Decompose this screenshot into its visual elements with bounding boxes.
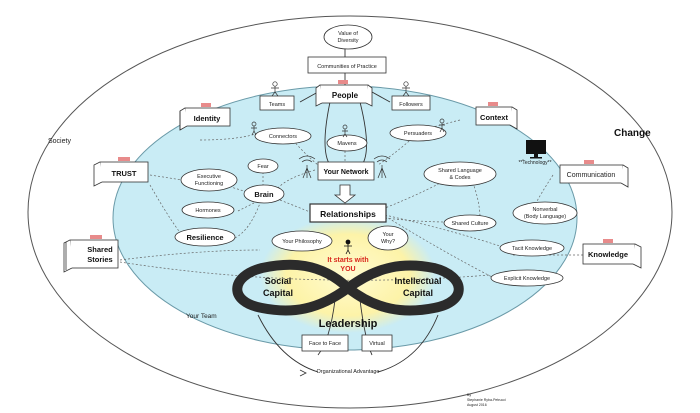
relationships-node (309, 203, 387, 223)
teams-label: Teams (269, 102, 285, 108)
hormones-label: Hormones (195, 208, 221, 214)
you-person-icon (344, 239, 352, 255)
executive-functioning-line1: Executive (197, 174, 221, 180)
your-network-label: Your Network (324, 169, 369, 176)
network-to-relationships-arrow (333, 184, 357, 204)
shared-language-line1: Shared Language (438, 168, 482, 174)
communities-of-practice-label: Communities of Practice (317, 64, 377, 70)
connectors-node (254, 127, 312, 145)
org-advantage-arrow-left (299, 369, 307, 377)
tacit-knowledge-label: Tacit Knowledge (512, 246, 552, 252)
your-why-line2: Why? (381, 239, 395, 245)
explicit-knowledge-label: Explicit Knowledge (504, 276, 550, 282)
communication-book-icon (559, 160, 629, 188)
teams-person-icon (271, 81, 279, 97)
shared-culture-label: Shared Culture (452, 221, 489, 227)
change-label: Change (614, 128, 651, 139)
society-label: Society (48, 138, 71, 145)
knowledge-book-icon (582, 239, 642, 269)
relationships-label: Relationships (320, 209, 376, 219)
communities-of-practice-node (307, 56, 387, 74)
executive-functioning-node (180, 168, 238, 192)
face-to-face-label: Face to Face (309, 341, 341, 347)
social-capital-line2: Capital (263, 288, 293, 298)
brain-node (243, 184, 285, 204)
explicit-knowledge-node (490, 269, 564, 287)
connectors-person-icon (251, 121, 257, 136)
people-book-icon (315, 80, 373, 107)
shared-culture-node (443, 214, 497, 232)
credit-line3: August 2016 (467, 403, 487, 407)
your-network-node (317, 161, 375, 181)
your-why-node (367, 225, 409, 251)
intellectual-capital-line1: Intellectual (394, 276, 441, 286)
virtual-node (361, 334, 393, 352)
face-to-face-node (301, 334, 349, 352)
shared-stories-line2: Stories (87, 255, 112, 264)
tacit-knowledge-node (499, 239, 565, 257)
mavens-label: Mavens (337, 141, 357, 147)
knowledge-label: Knowledge (588, 250, 628, 259)
resilience-label: Resilience (186, 233, 223, 242)
your-why-line1: Your (382, 232, 393, 238)
trust-book-icon (93, 157, 149, 187)
shared-stories-book-icon (63, 235, 119, 273)
your-philosophy-node (271, 230, 333, 252)
fear-node (247, 158, 279, 174)
credit-line1: By (467, 393, 471, 397)
your-team-label: Your Team (186, 313, 217, 320)
persuaders-label: Persuaders (404, 131, 432, 137)
trust-label: TRUST (112, 169, 137, 178)
followers-person-icon (402, 81, 410, 97)
it-starts-with-line2: YOU (340, 266, 355, 273)
value-of-diversity-line2: Diversity (337, 38, 358, 44)
connectors-label: Connectors (269, 134, 297, 140)
nonverbal-line2: (Body Language) (524, 214, 566, 220)
context-book-icon (475, 102, 518, 130)
resilience-node (174, 227, 236, 247)
people-label: People (332, 91, 359, 100)
credit-line2: Stephanie Ryba-Petrucci (467, 398, 506, 402)
shared-stories-line1: Shared (87, 245, 113, 254)
context-label: Context (480, 113, 508, 122)
nonverbal-line1: Nonverbal (532, 207, 557, 213)
value-of-diversity-line1: Value of (338, 31, 358, 37)
fear-label: Fear (257, 164, 268, 170)
intellectual-capital-line2: Capital (403, 288, 433, 298)
organizational-advantage-label: Organizational Advantage (317, 369, 380, 375)
your-philosophy-label: Your Philosophy (282, 239, 322, 245)
teams-node (259, 95, 295, 111)
monitor-icon (526, 140, 546, 159)
persuaders-node (389, 124, 447, 142)
antenna-left-icon (298, 155, 316, 179)
brain-label: Brain (254, 190, 274, 199)
leadership-label: Leadership (319, 318, 378, 330)
shared-language-line2: & Codes (449, 175, 470, 181)
communication-label: Communication (567, 172, 616, 179)
infinity-symbol (232, 259, 464, 316)
identity-book-icon (179, 103, 231, 131)
it-starts-with-line1: It starts with (327, 257, 368, 264)
persuaders-person-icon (439, 118, 445, 133)
antenna-right-icon (373, 155, 391, 179)
nonverbal-node (512, 201, 578, 225)
identity-label: Identity (194, 114, 221, 123)
executive-functioning-line2: Functioning (195, 181, 223, 187)
technology-label: **Technology** (518, 160, 551, 166)
hormones-node (181, 201, 235, 219)
value-of-diversity-node (323, 24, 373, 50)
social-capital-line1: Social (265, 276, 292, 286)
shared-language-node (423, 161, 497, 187)
virtual-label: Virtual (369, 341, 385, 347)
mavens-person-icon (342, 124, 348, 138)
mavens-node (326, 134, 368, 152)
followers-node (391, 95, 431, 111)
followers-label: Followers (399, 102, 423, 108)
